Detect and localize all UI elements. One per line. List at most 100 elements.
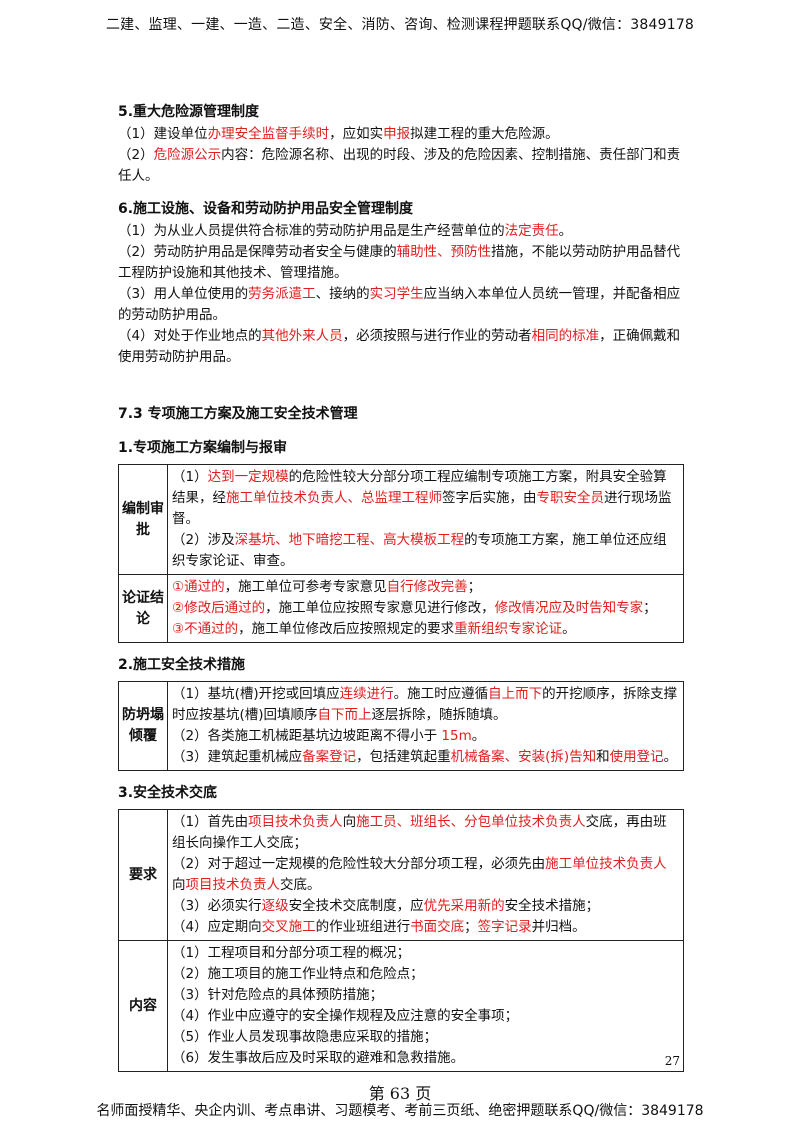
highlighted-text: ②修改后通过的 [172,600,266,616]
text-run: （3）建筑起重机械应 [172,749,303,765]
text-run: （3）用人单位使用的 [118,286,249,302]
text-run: （2）对于超过一定规模的危险性较大分部分项工程，必须先由 [172,856,546,872]
row-content: （1）达到一定规模的危险性较大分部分项工程应编制专项施工方案，附具安全验算结果，… [167,464,684,575]
text-run: 的危险性较大分部分项工程应编制专项施工方案，附具安全验算结果，经 [172,469,667,506]
text-run: （1）基坑(槽)开挖或回填应 [172,686,340,702]
text-run: 进行现场监督。 [172,490,672,527]
text-run: 。施工时应遵循 [393,686,489,702]
text-run: ，应如实 [329,126,384,142]
highlighted-text: 自行修改完善 [386,579,468,595]
row-label: 防坍塌倾覆 [118,681,168,771]
highlighted-text: 达到一定规模 [207,469,289,485]
list-item: （1）基坑(槽)开挖或回填应连续进行。施工时应遵循自上而下的开挖顺序，拆除支撑时… [172,684,679,726]
highlighted-text: 施工单位技术负责人 [545,856,667,872]
list-item: （2）各类施工机械距基坑边坡距离不得小于 15m。 [172,726,679,747]
text-run: （2） [118,147,154,163]
list-item: （4）应定期向交叉施工的作业班组进行书面交底；签字记录并归档。 [172,917,679,938]
highlighted-text: 机械备案、安装(拆)告知 [450,749,597,765]
text-run: 的开挖顺序，拆除支撑时应按基坑(槽)回填顺序 [172,686,678,723]
highlighted-text: 优先采用新的 [423,898,505,914]
text-run: （4）对处于作业地点的 [118,328,262,344]
list-item: ①通过的，施工单位可参考专家意见自行修改完善； [172,577,679,598]
table-briefing: 要求 （1）首先由项目技术负责人向施工员、班组长、分包单位技术负责人交底，再由班… [118,809,684,1072]
list-item: （1）工程项目和分部分项工程的概况； [172,945,411,961]
highlighted-text: 书面交底 [410,919,465,935]
highlighted-text: 使用登记 [609,749,664,765]
text-run: 向 [172,877,186,893]
text-run: 交底。 [280,877,321,893]
row-label: 编制审批 [118,464,168,575]
text-run: 逐层拆除，随拆随填。 [371,707,507,723]
text-run: 签字后实施，由 [442,490,537,506]
text-run: （4）应定期向 [172,919,262,935]
text-run: 。 [471,728,486,744]
highlighted-text: 辅助性、预防性 [396,244,492,260]
highlighted-text: 项目技术负责人 [185,877,281,893]
highlighted-text: 其他外来人员 [261,328,343,344]
row-label: 论证结论 [118,574,168,643]
row-content: （1）首先由项目技术负责人向施工员、班组长、分包单位技术负责人交底，再由班组长向… [167,809,684,941]
section-6-title: 6.施工设施、设备和劳动防护用品安全管理制度 [118,201,414,217]
document-body: 5.重大危险源管理制度 （1）建设单位办理安全监督手续时，应如实申报拟建工程的重… [118,100,684,1072]
list-item: （1）达到一定规模的危险性较大分部分项工程应编制专项施工方案，附具安全验算结果，… [172,467,679,530]
highlighted-text: 自上而下 [488,686,543,702]
list-item: ②修改后通过的，施工单位应按照专家意见进行修改，修改情况应及时告知专家； [172,598,679,619]
row-content: （1）基坑(槽)开挖或回填应连续进行。施工时应遵循自上而下的开挖顺序，拆除支撑时… [167,681,684,771]
paragraph: （2）劳动防护用品是保障劳动者安全与健康的辅助性、预防性措施，不能以劳动防护用品… [118,242,684,284]
text-run: 的作业班组进行 [315,919,411,935]
text-run: 和 [596,749,610,765]
highlighted-text: 深基坑、地下暗挖工程、高大模板工程 [234,532,465,548]
text-run: （1）首先由 [172,814,249,830]
paragraph: （1）为从业人员提供符合标准的劳动防护用品是生产经营单位的法定责任。 [118,221,684,242]
highlighted-text: 交叉施工 [261,919,316,935]
highlighted-text: 重新组织专家论证 [454,621,563,637]
highlighted-text: 修改情况应及时告知专家 [494,600,644,616]
highlighted-text: ③不通过的 [172,621,239,637]
text-run: （2）劳动防护用品是保障劳动者安全与健康的 [118,244,397,260]
paragraph: （4）对处于作业地点的其他外来人员，必须按照与进行作业的劳动者相同的标准，正确佩… [118,326,684,368]
table-2-title: 2.施工安全技术措施 [118,657,246,673]
text-run: ，必须按照与进行作业的劳动者 [342,328,532,344]
page-mark: 第 63 页 [368,1084,432,1103]
text-run: 。 [663,749,678,765]
text-run: 安全技术交底制度，应 [288,898,424,914]
list-item: （2）施工项目的施工作业特点和危险点； [172,966,424,982]
text-run: 、接纳的 [315,286,370,302]
highlighted-text: 危险源公示 [153,147,222,163]
list-item: （6）发生事故后应及时采取的避难和急救措施。 [172,1050,465,1066]
table-row: 论证结论 ①通过的，施工单位可参考专家意见自行修改完善； ②修改后通过的，施工单… [118,574,684,643]
highlighted-text: 自下而上 [317,707,372,723]
highlighted-text: 专职安全员 [536,490,605,506]
table-row: 要求 （1）首先由项目技术负责人向施工员、班组长、分包单位技术负责人交底，再由班… [118,809,684,941]
text-run: ，施工单位可参考专家意见 [224,579,387,595]
list-item: （3）针对危险点的具体预防措施； [172,987,384,1003]
text-run: ，施工单位应按照专家意见进行修改， [265,600,495,616]
table-1-title: 1.专项施工方案编制与报审 [118,440,288,456]
table-safety-measures: 防坍塌倾覆 （1）基坑(槽)开挖或回填应连续进行。施工时应遵循自上而下的开挖顺序… [118,681,684,771]
table-special-plan: 编制审批 （1）达到一定规模的危险性较大分部分项工程应编制专项施工方案，附具安全… [118,464,684,643]
table-row: 编制审批 （1）达到一定规模的危险性较大分部分项工程应编制专项施工方案，附具安全… [118,464,684,575]
row-content: ①通过的，施工单位可参考专家意见自行修改完善； ②修改后通过的，施工单位应按照专… [167,574,684,643]
list-item: （4）作业中应遵守的安全操作规程及应注意的安全事项； [172,1008,519,1024]
text-run: 向 [342,814,357,830]
highlighted-text: 劳务派遣工 [248,286,316,302]
text-run: 应当纳入本单位人员统一管理，并配备相应的劳动防护用品。 [118,286,681,323]
text-run: 的专项施工方案，施工单位还应组织专家论证、审查。 [172,532,667,569]
text-run: ； [467,579,482,595]
text-run: ，正确佩戴和使用劳动防护用品。 [118,328,681,365]
text-run: （2）涉及 [172,532,235,548]
text-run: 交底，再由班组长向操作工人交底； [172,814,667,851]
highlighted-text: 相同的标准 [531,328,600,344]
highlighted-text: 签字记录 [477,919,532,935]
paragraph: （3）用人单位使用的劳务派遣工、接纳的实习学生应当纳入本单位人员统一管理，并配备… [118,284,684,326]
list-item: （3）建筑起重机械应备案登记，包括建筑起重机械备案、安装(拆)告知和使用登记。 [172,747,679,768]
table-row: 防坍塌倾覆 （1）基坑(槽)开挖或回填应连续进行。施工时应遵循自上而下的开挖顺序… [118,681,684,771]
text-run: （3）必须实行 [172,898,262,914]
list-item: （1）首先由项目技术负责人向施工员、班组长、分包单位技术负责人交底，再由班组长向… [172,812,679,854]
row-label: 内容 [118,940,168,1072]
highlighted-text: ①通过的 [172,579,225,595]
text-run: （1）为从业人员提供符合标准的劳动防护用品是生产经营单位的 [118,223,505,239]
highlighted-text: 施工单位技术负责人、总监理工程师 [226,490,442,506]
text-run: 安全技术措施； [504,898,600,914]
section-5-title: 5.重大危险源管理制度 [118,104,260,120]
